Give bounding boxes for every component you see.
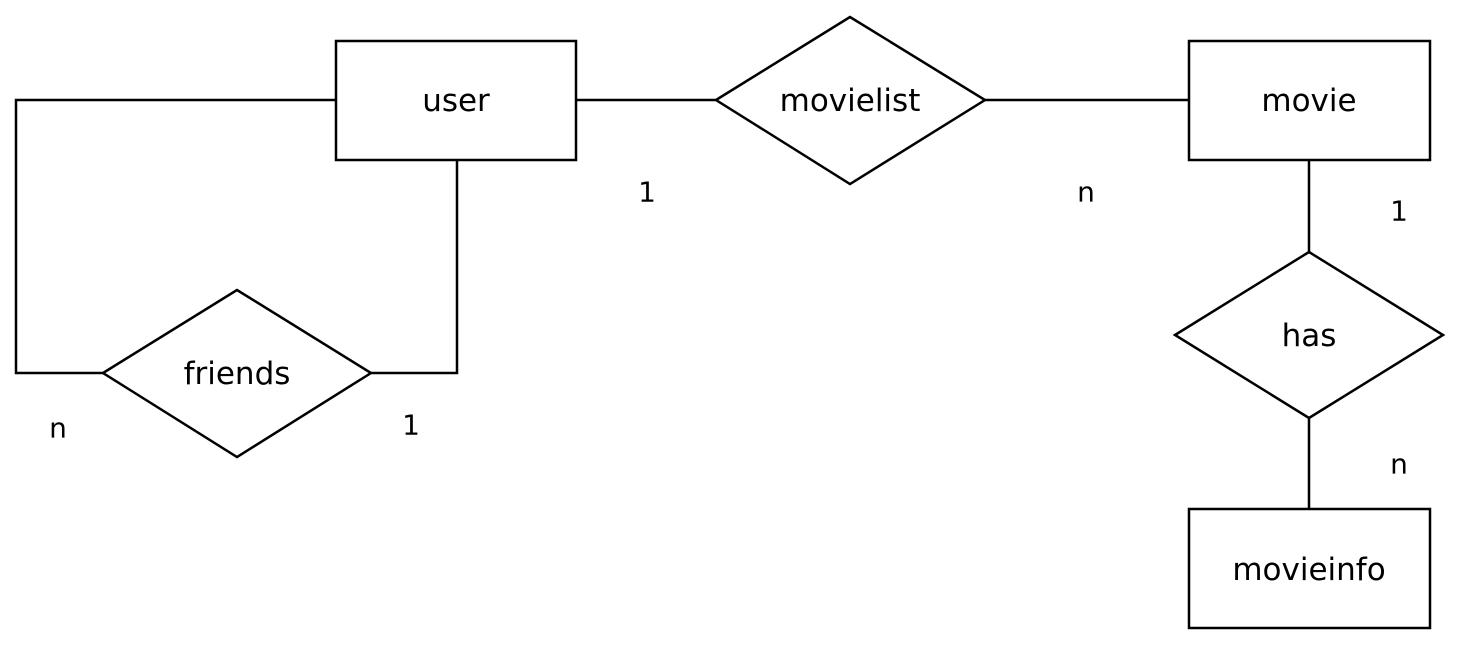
cardinality-movielist-movie: n <box>1077 176 1095 209</box>
relationship-has-label: has <box>1282 318 1337 354</box>
cardinality-friends-left: n <box>49 412 67 445</box>
cardinalities: 1 n n 1 1 n <box>49 176 1408 481</box>
entity-movieinfo-label: movieinfo <box>1232 552 1385 588</box>
cardinality-has-movieinfo: n <box>1390 448 1408 481</box>
entity-movie-box <box>1187 39 1432 162</box>
connector-user-friends-left <box>14 98 336 375</box>
entity-movieinfo-box <box>1187 507 1432 630</box>
cardinality-user-movielist: 1 <box>638 176 656 209</box>
entity-user[interactable]: user <box>334 39 578 162</box>
relationship-friends[interactable]: friends <box>100 288 374 459</box>
relationship-has[interactable]: has <box>1172 250 1446 420</box>
entity-movieinfo[interactable]: movieinfo <box>1187 507 1432 630</box>
connector-user-friends-right <box>371 160 459 375</box>
entity-user-box <box>334 39 578 162</box>
relationship-movielist[interactable]: movielist <box>713 15 988 186</box>
entity-movie-label: movie <box>1261 83 1356 119</box>
entity-user-label: user <box>422 83 490 119</box>
relationship-friends-diamond <box>100 288 374 459</box>
relationship-friends-label: friends <box>184 356 291 392</box>
cardinality-friends-right: 1 <box>402 409 420 442</box>
relationship-movielist-diamond <box>713 15 988 186</box>
connectors <box>14 98 1311 509</box>
relationship-has-diamond <box>1172 250 1446 420</box>
cardinality-movie-has: 1 <box>1390 195 1408 228</box>
relationship-movielist-label: movielist <box>780 83 921 119</box>
entity-movie[interactable]: movie <box>1187 39 1432 162</box>
